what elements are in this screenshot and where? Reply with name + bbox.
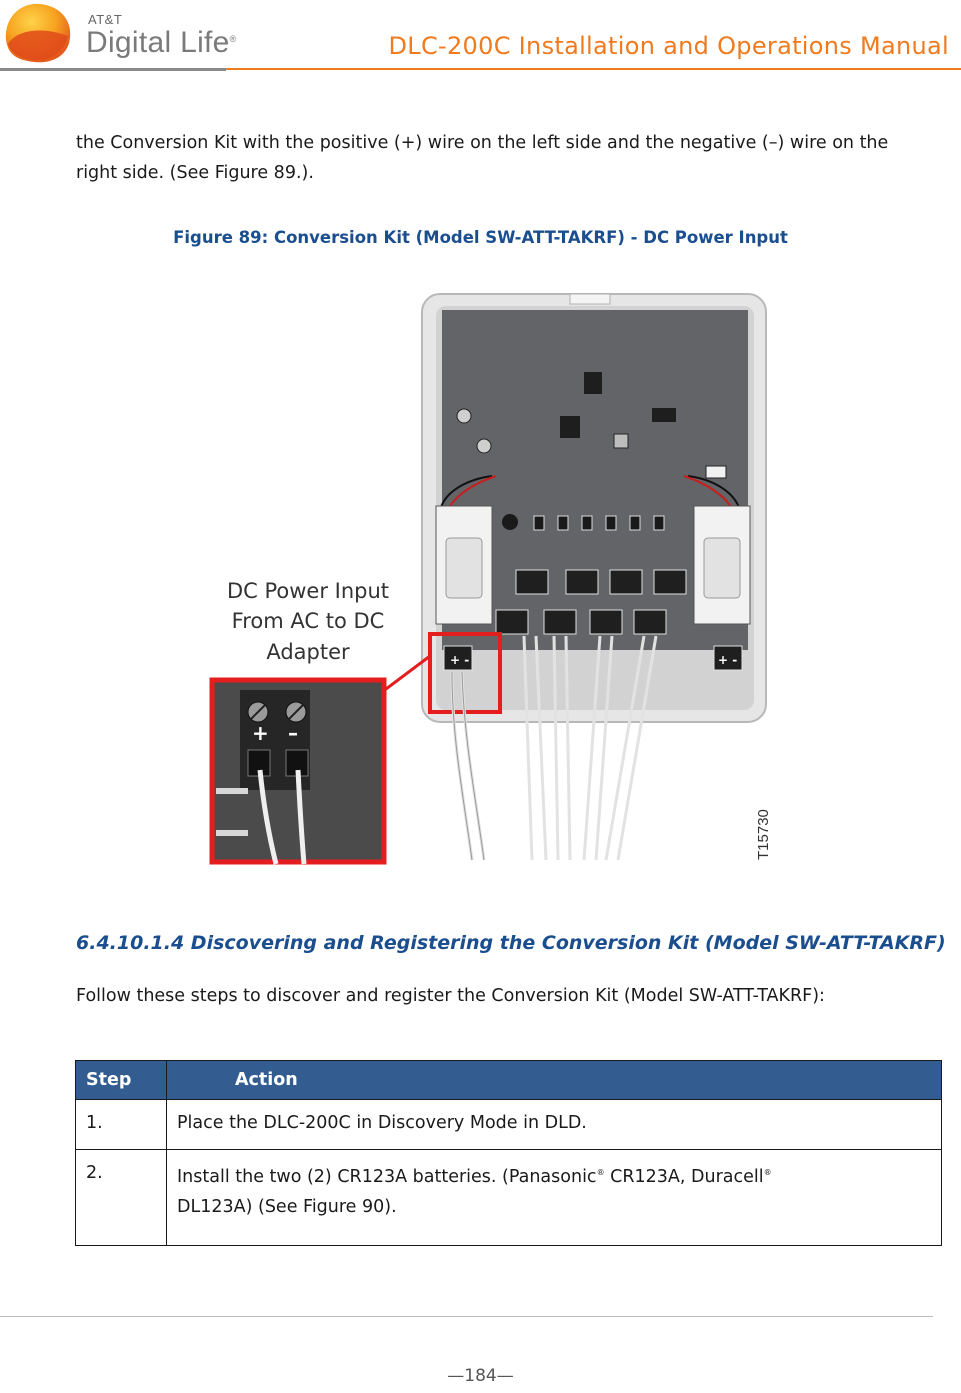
table-row: 1. Place the DLC-200C in Discovery Mode … (75, 1099, 942, 1150)
steps-table: Step Action 1. Place the DLC-200C in Dis… (75, 1060, 942, 1246)
minus-label: – (288, 721, 298, 745)
callout-line-1: DC Power Input (227, 579, 389, 603)
figure-id: T15730 (755, 809, 772, 860)
step-action: Install the two (2) CR123A batteries. (P… (166, 1149, 942, 1246)
header-rule-accent (226, 68, 961, 70)
callout-line-2: From AC to DC (232, 609, 385, 633)
section-heading: 6.4.10.1.4 Discovering and Registering t… (76, 932, 946, 954)
conversion-kit-figure: + - + - + – DC Power Input From AC to DC… (209, 293, 772, 865)
header-action: Action (166, 1060, 942, 1100)
brand-digital-life: Digital Life® (86, 26, 237, 59)
page-number: —184— (447, 1366, 514, 1386)
footer-rule (0, 1316, 933, 1317)
table-header-row: Step Action (75, 1060, 942, 1100)
body-paragraph: the Conversion Kit with the positive (+)… (76, 133, 889, 183)
step-number: 1. (75, 1099, 167, 1150)
step-action: Place the DLC-200C in Discovery Mode in … (166, 1099, 942, 1150)
figure-caption: Figure 89: Conversion Kit (Model SW-ATT-… (173, 228, 788, 247)
brand-att: AT&T (88, 12, 123, 27)
digital-life-logo-icon (5, 3, 71, 63)
header-rule (0, 68, 226, 71)
svg-text:+ -: + - (718, 653, 737, 667)
table-row: 2. Install the two (2) CR123A batteries.… (75, 1149, 942, 1246)
intro-paragraph: Follow these steps to discover and regis… (76, 986, 825, 1006)
header-step: Step (75, 1060, 167, 1100)
svg-text:+ -: + - (450, 653, 469, 667)
step-number: 2. (75, 1149, 167, 1246)
plus-label: + (252, 721, 269, 745)
callout-line-3: Adapter (266, 640, 350, 664)
document-title: DLC-200C Installation and Operations Man… (388, 32, 949, 60)
